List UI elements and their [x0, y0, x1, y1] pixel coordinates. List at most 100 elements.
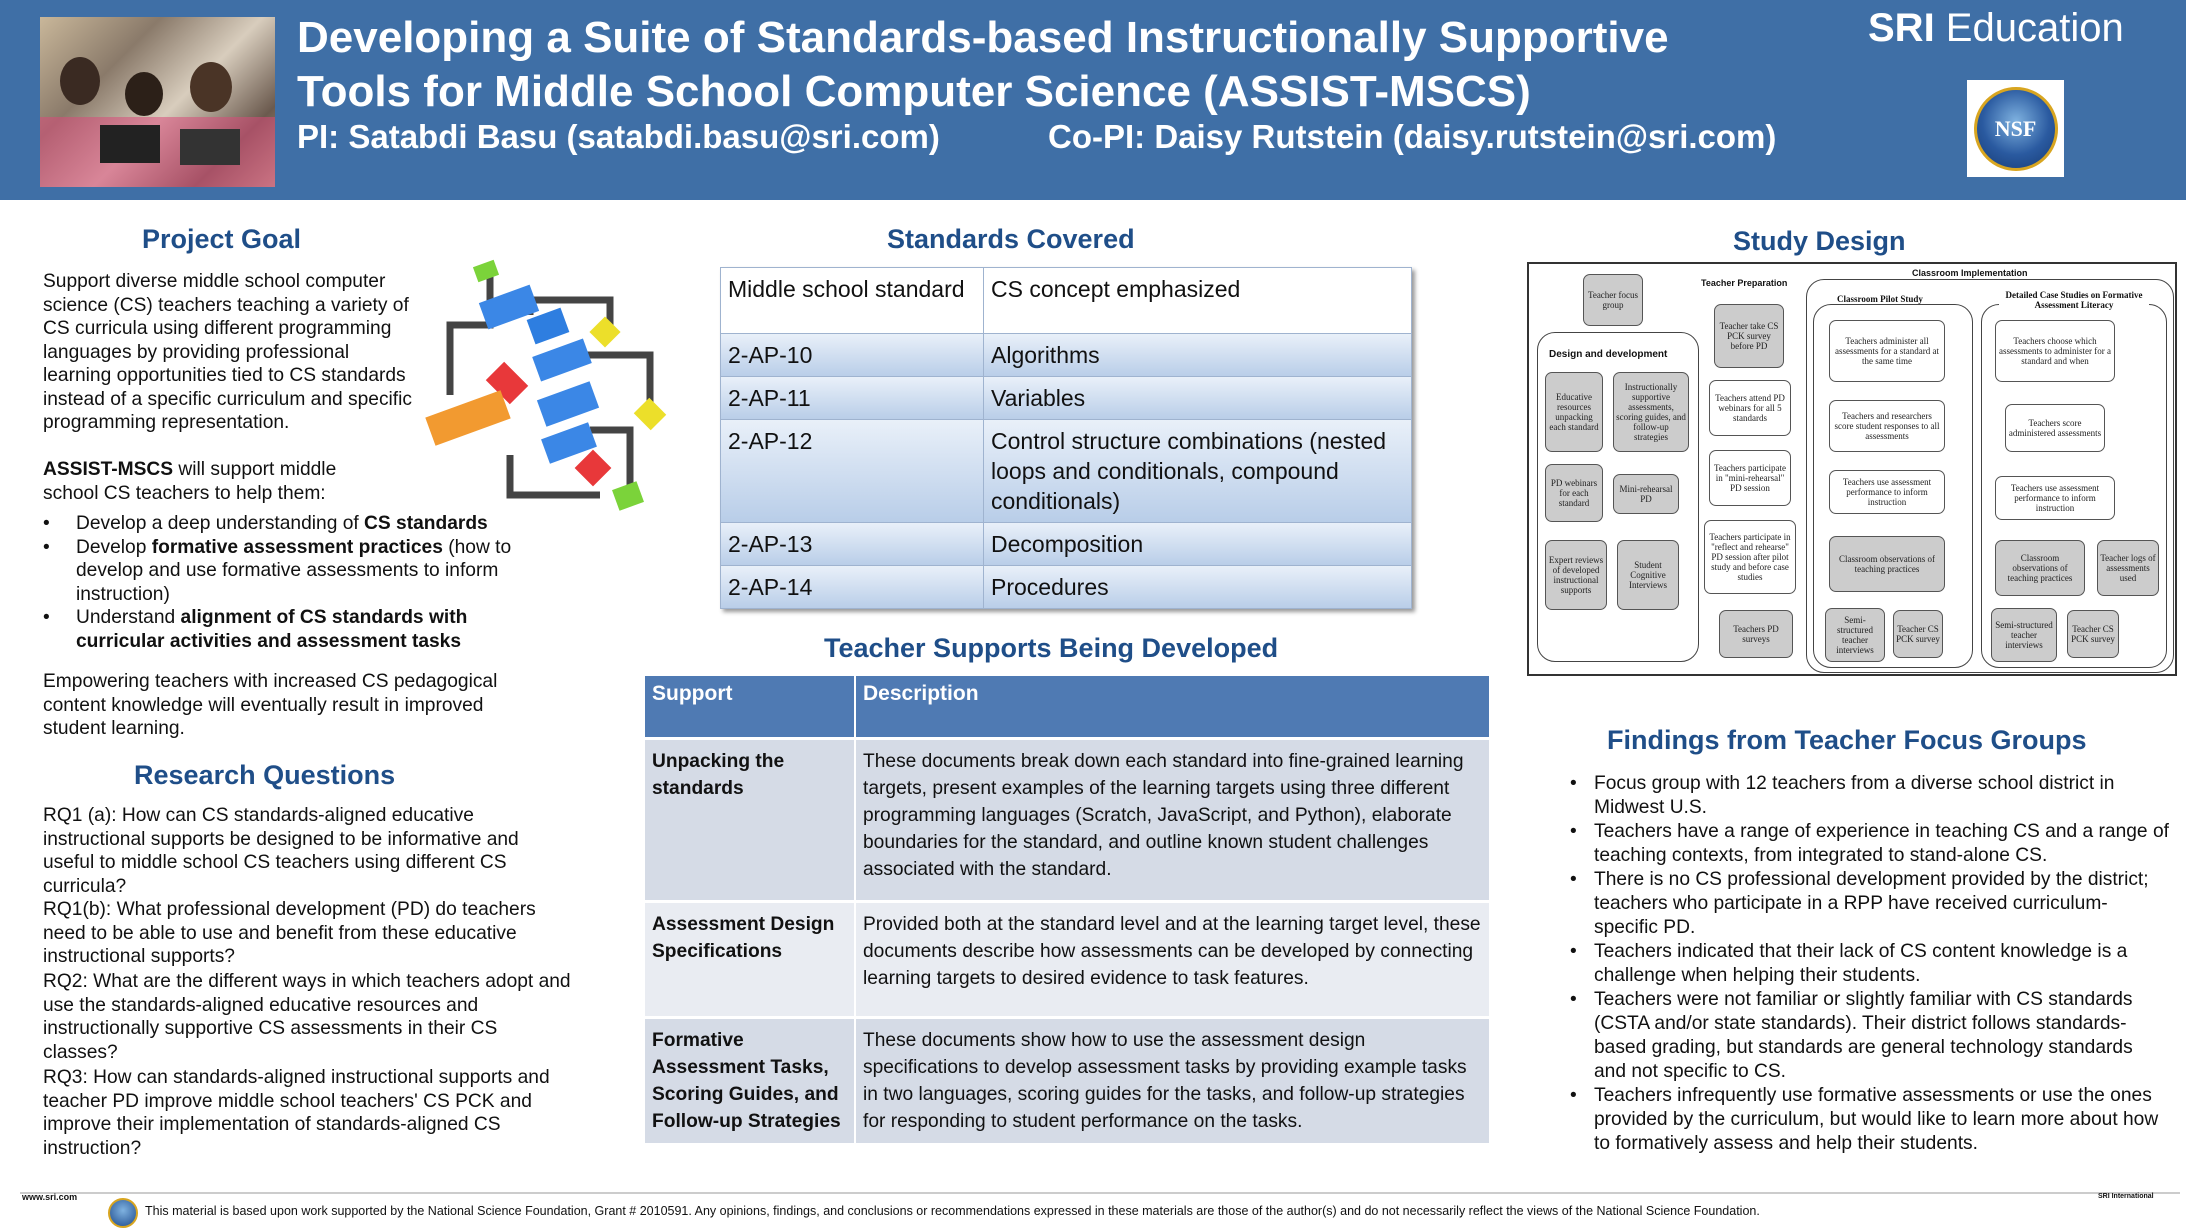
prep-label: Teacher Preparation	[1701, 278, 1788, 288]
findings-heading: Findings from Teacher Focus Groups	[1607, 725, 2087, 755]
support-desc: Provided both at the standard level and …	[855, 899, 1491, 1017]
std-concept: Decomposition	[983, 522, 1412, 566]
rq2-text: RQ2: What are the different ways in whic…	[43, 971, 571, 1063]
sri-education-logo: SRI Education	[1868, 6, 2124, 50]
nsf-small-logo	[108, 1198, 138, 1228]
std-concept: Algorithms	[983, 333, 1412, 377]
classroom-label: Classroom Implementation	[1909, 268, 2031, 278]
poster-title-line1: Developing a Suite of Standards-based In…	[297, 13, 1669, 62]
standards-table: Middle school standard CS concept emphas…	[720, 267, 1412, 609]
footer-url: www.sri.com	[22, 1192, 78, 1202]
diagram-box: Student Cognitive Interviews	[1617, 540, 1679, 610]
diagram-box: Semi-structured teacher interviews	[1991, 608, 2057, 662]
classroom-group	[1806, 279, 2174, 673]
list-item: There is no CS professional development …	[1570, 868, 2170, 940]
std-code: 2-AP-12	[720, 419, 984, 523]
std-code: 2-AP-14	[720, 565, 984, 609]
design-group	[1537, 332, 1699, 662]
diagram-box: Teachers use assessment performance to i…	[1995, 476, 2115, 520]
diagram-box: Teacher CS PCK survey	[2067, 610, 2119, 658]
support-name: Assessment Design Specifications	[645, 899, 856, 1017]
std-concept: Variables	[983, 376, 1412, 420]
diagram-box: Teacher logs of assessments used	[2097, 540, 2159, 596]
support-desc: These documents break down each standard…	[855, 736, 1491, 901]
list-item: Focus group with 12 teachers from a dive…	[1570, 772, 2170, 820]
diagram-box: Teachers score administered assessments	[2005, 404, 2105, 452]
project-goal-intro: Support diverse middle school computer s…	[43, 271, 412, 433]
diagram-box: PD webinars for each standard	[1545, 464, 1603, 522]
rq1a-text: RQ1 (a): How can CS standards-aligned ed…	[43, 805, 519, 897]
std-col-header: CS concept emphasized	[983, 267, 1412, 334]
classroom-photo	[40, 17, 275, 187]
design-label: Design and development	[1549, 349, 1668, 360]
diagram-box: Teachers participate in "reflect and reh…	[1704, 520, 1796, 594]
diagram-box: Teacher focus group	[1583, 274, 1643, 326]
std-col-header: Middle school standard	[720, 267, 984, 334]
diagram-box: Teachers use assessment performance to i…	[1829, 470, 1945, 514]
assist-intro: ASSIST-MSCS will support middle school C…	[43, 459, 337, 504]
pi-name: PI: Satabdi Basu (satabdi.basu@sri.com)	[297, 118, 940, 155]
goal-bullet: Develop formative assessment practices (…	[43, 536, 548, 607]
list-item: Teachers infrequently use formative asse…	[1570, 1084, 2170, 1156]
sup-col-header: Description	[855, 676, 1491, 738]
diagram-box: Semi-structured teacher interviews	[1825, 608, 1885, 662]
list-item: Teachers were not familiar or slightly f…	[1570, 988, 2170, 1084]
diagram-box: Teachers and researchers score student r…	[1829, 400, 1945, 452]
findings-list: Focus group with 12 teachers from a dive…	[1570, 772, 2170, 1156]
table-row: Formative Assessment Tasks, Scoring Guid…	[645, 1015, 1491, 1143]
research-questions-heading: Research Questions	[134, 760, 396, 790]
standards-heading: Standards Covered	[887, 224, 1135, 254]
std-concept: Control structure combinations (nested l…	[983, 419, 1412, 523]
support-name: Formative Assessment Tasks, Scoring Guid…	[645, 1015, 856, 1143]
puzzle-blocks-graphic	[425, 259, 667, 511]
nsf-logo: NSF	[1967, 80, 2064, 177]
study-design-diagram: Design and development Teacher Preparati…	[1527, 262, 2177, 676]
copi-name: Co-PI: Daisy Rutstein (daisy.rutstein@sr…	[1048, 118, 1777, 155]
diagram-box: Classroom observations of teaching pract…	[1829, 536, 1945, 592]
std-code: 2-AP-13	[720, 522, 984, 566]
study-design-heading: Study Design	[1733, 226, 1906, 256]
diagram-box: Classroom observations of teaching pract…	[1995, 540, 2085, 596]
diagram-box: Teachers choose which assessments to adm…	[1995, 320, 2115, 382]
std-code: 2-AP-10	[720, 333, 984, 377]
rq3-text: RQ3: How can standards-aligned instructi…	[43, 1067, 550, 1159]
support-name: Unpacking the standards	[645, 736, 856, 901]
list-item: Teachers have a range of experience in t…	[1570, 820, 2170, 868]
header-banner: Developing a Suite of Standards-based In…	[0, 0, 2186, 200]
std-code: 2-AP-11	[720, 376, 984, 420]
diagram-box: Mini-rehearsal PD	[1613, 474, 1679, 514]
diagram-box: Teachers PD surveys	[1719, 610, 1793, 658]
diagram-box: Teacher CS PCK survey	[1893, 610, 1943, 658]
goal-bullet: Understand alignment of CS standards wit…	[43, 606, 548, 653]
sup-col-header: Support	[645, 676, 856, 738]
goal-bullet: Develop a deep understanding of CS stand…	[43, 512, 548, 536]
pilot-group	[1813, 304, 1973, 668]
supports-heading: Teacher Supports Being Developed	[824, 633, 1279, 663]
diagram-box: Teachers administer all assessments for …	[1829, 320, 1945, 382]
diagram-box: Teacher take CS PCK survey before PD	[1714, 304, 1784, 368]
poster-title-line2: Tools for Middle School Computer Science…	[297, 67, 1531, 116]
support-desc: These documents show how to use the asse…	[855, 1015, 1491, 1143]
diagram-box: Educative resources unpacking each stand…	[1545, 372, 1603, 452]
footer-divider	[20, 1192, 2180, 1194]
list-item: Teachers indicated that their lack of CS…	[1570, 940, 2170, 988]
rq1b-text: RQ1(b): What professional development (P…	[43, 899, 536, 967]
diagram-box: Expert reviews of developed instructiona…	[1545, 540, 1607, 610]
footer-disclaimer: This material is based upon work support…	[145, 1204, 1760, 1218]
goal-closing: Empowering teachers with increased CS pe…	[43, 671, 498, 739]
diagram-box: Teachers attend PD webinars for all 5 st…	[1709, 380, 1791, 436]
diagram-box: Teachers participate in "mini-rehearsal"…	[1709, 450, 1791, 506]
std-concept: Procedures	[983, 565, 1412, 609]
project-goal-heading: Project Goal	[142, 224, 302, 254]
supports-table: Support Description Unpacking the standa…	[645, 676, 1491, 1143]
case-label: Detailed Case Studies on Formative Asses…	[1999, 290, 2149, 310]
sri-footer-logo: SRI International	[2098, 1193, 2154, 1200]
diagram-box: Instructionally supportive assessments, …	[1613, 372, 1689, 452]
